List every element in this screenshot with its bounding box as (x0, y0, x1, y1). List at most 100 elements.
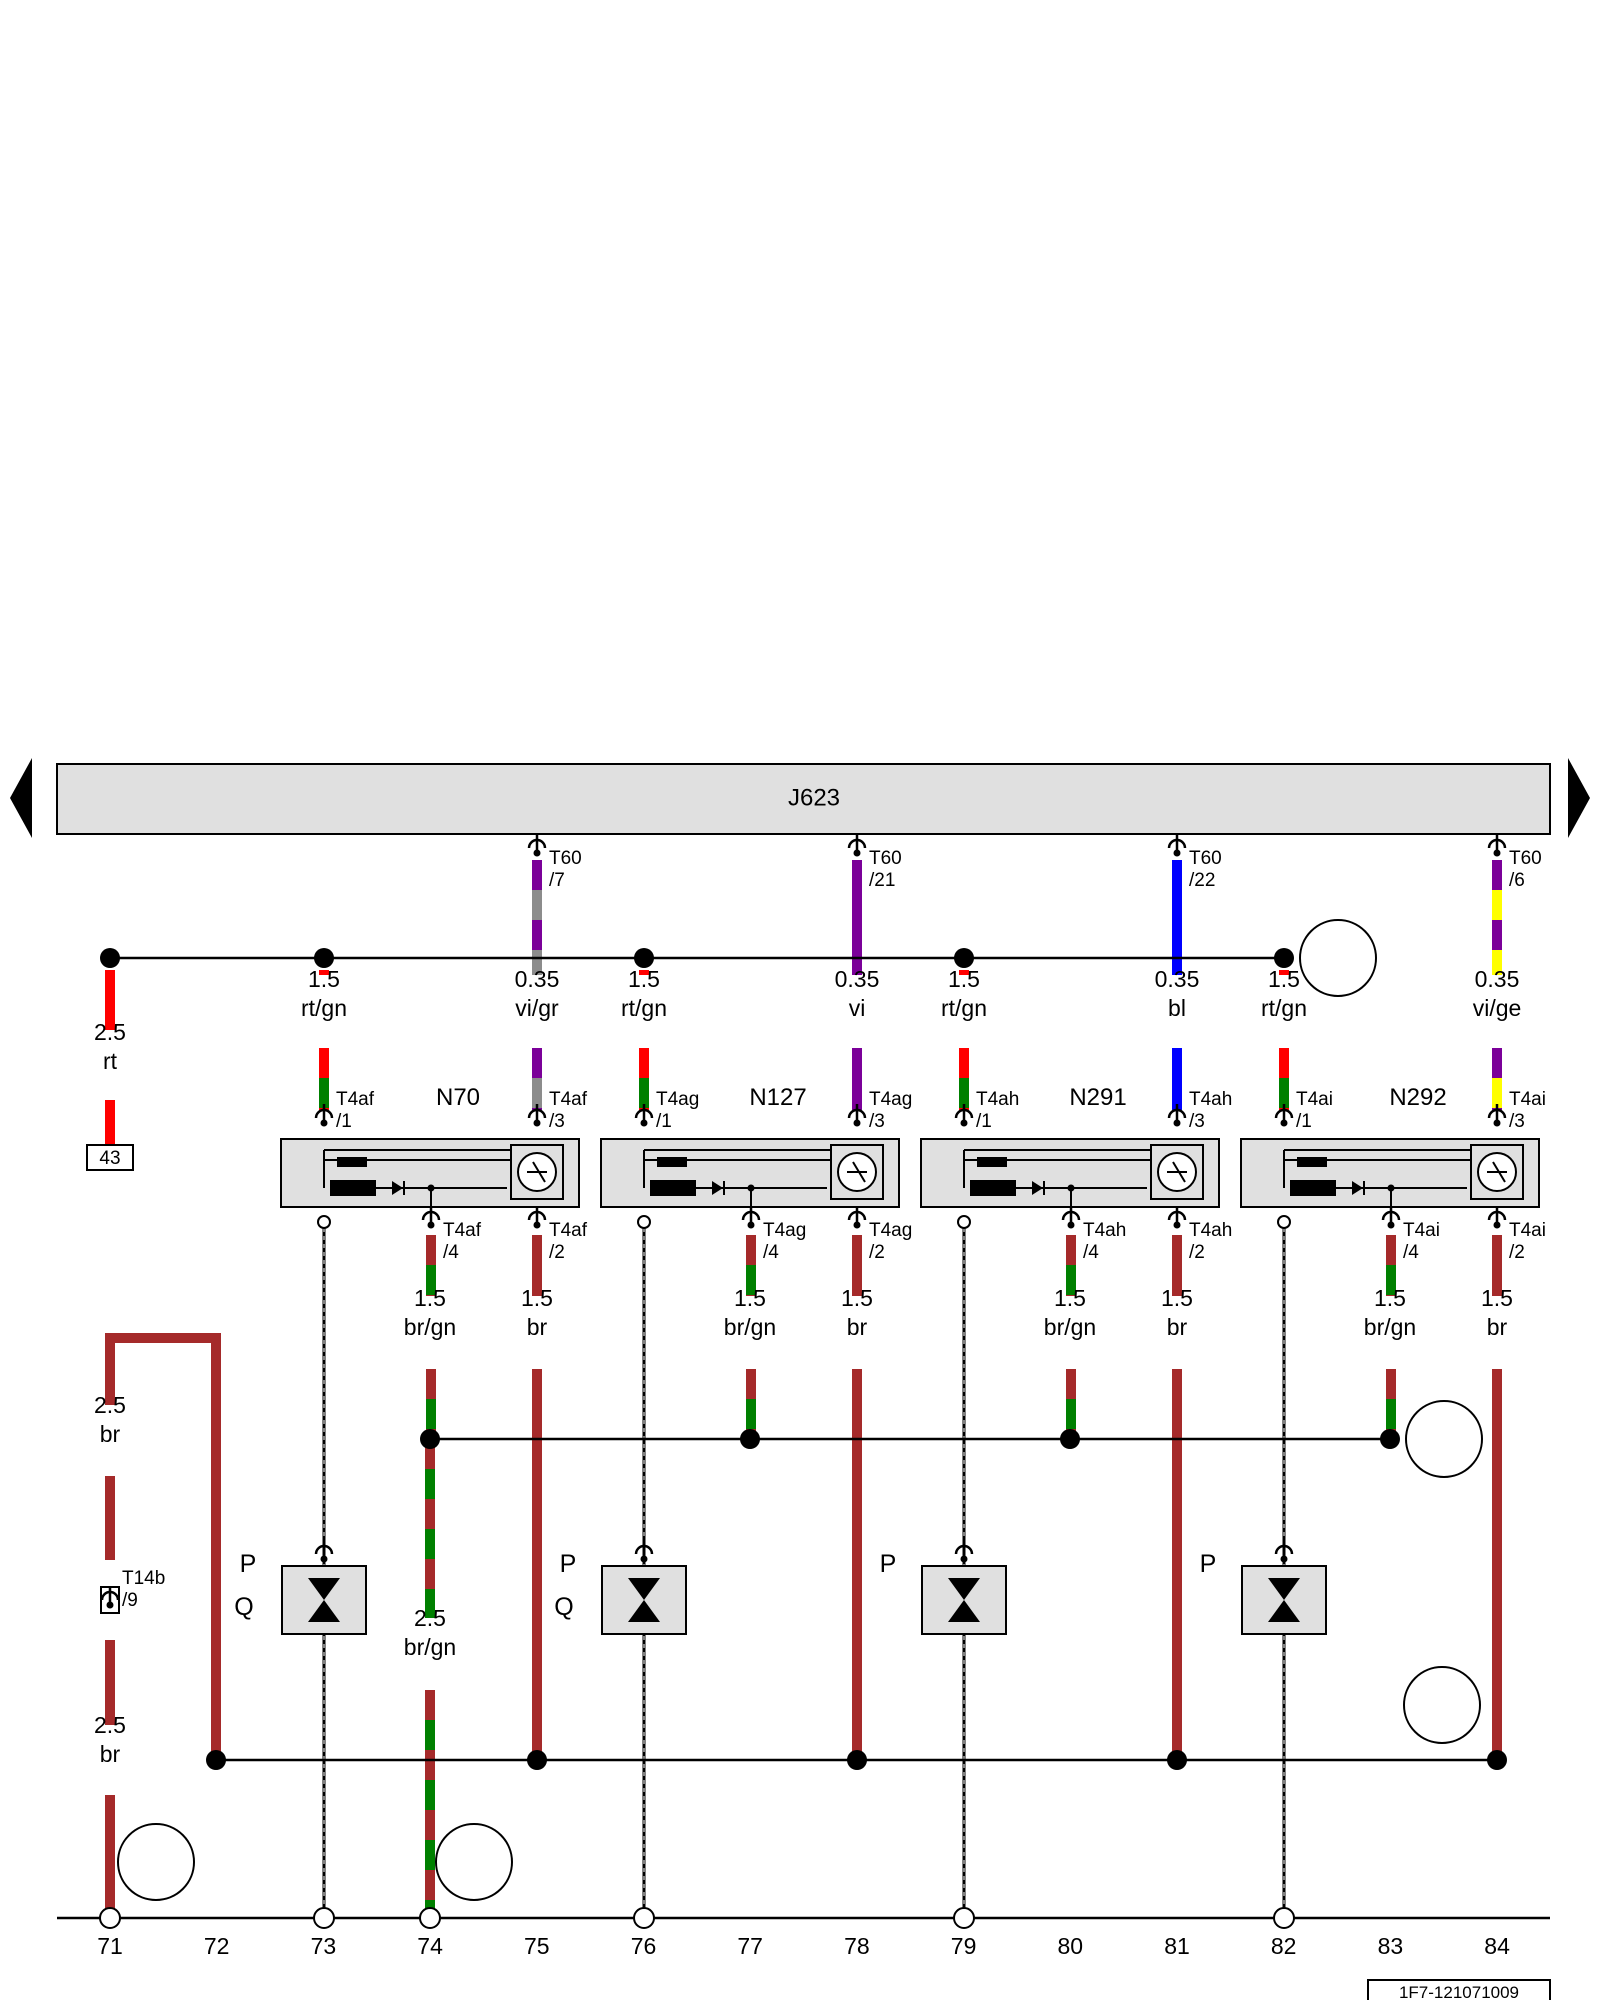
wire-size-label: 2.5 (414, 1605, 446, 1631)
sensor-icon (1492, 1161, 1506, 1183)
wire-color-label: br (1487, 1314, 1508, 1340)
wire-size-label: 0.35 (1155, 966, 1200, 992)
wire-size-label: 1.5 (841, 1285, 873, 1311)
wire-size-label: 0.35 (515, 966, 560, 992)
wire-size-label: 1.5 (521, 1285, 553, 1311)
p-label: P (240, 1550, 257, 1578)
wire-color-label: br (1167, 1314, 1188, 1340)
junction-dot-d206 (634, 948, 654, 968)
previous-page-arrow[interactable] (10, 758, 32, 838)
track-number: 76 (631, 1933, 657, 1959)
valve-pin-label-pin: /2 (1189, 1242, 1205, 1263)
valve-plug-icon (1493, 1221, 1501, 1229)
terminal-circle (953, 1907, 975, 1929)
next-page-arrow[interactable] (1568, 758, 1590, 838)
track-number: 75 (524, 1933, 550, 1959)
track-number: 81 (1164, 1933, 1190, 1959)
terminal-circle (419, 1907, 441, 1929)
ecu-pin-label-plug: T60 (869, 848, 902, 869)
valve-name-N291: N291 (1069, 1084, 1126, 1111)
wire-size-label: 1.5 (734, 1285, 766, 1311)
valve-coil-icon (650, 1180, 696, 1196)
valve-pin-label-pin: /4 (1083, 1242, 1099, 1263)
pressure-sensor-icon (308, 1600, 340, 1622)
ground-point-circle (1403, 1666, 1481, 1744)
wire-color-label: br/gn (1364, 1314, 1416, 1340)
valve-pin-label-plug: T4ag (763, 1220, 806, 1241)
wire-size-label: 1.5 (1054, 1285, 1086, 1311)
valve-pin-label-pin: /3 (1509, 1111, 1525, 1132)
valve-pin-label-plug: T4af (549, 1089, 588, 1110)
ground-point-circle (1405, 1400, 1483, 1478)
valve-pin-label-plug: T4ag (869, 1220, 912, 1241)
track-number: 84 (1484, 1933, 1510, 1959)
valve-plug-icon (1173, 1221, 1181, 1229)
valve-pin-label-plug: T4ag (869, 1089, 912, 1110)
valve-pin-label-pin: /3 (549, 1111, 565, 1132)
track-number: 74 (417, 1933, 443, 1959)
valve-open-pin (957, 1215, 971, 1229)
wire-color-label: rt/gn (621, 995, 667, 1021)
track-number: 80 (1058, 1933, 1084, 1959)
ecu-pin-label-pin: /21 (869, 870, 895, 891)
wire-size-label: 0.35 (1475, 966, 1520, 992)
valve-pin-label-pin: /4 (763, 1242, 779, 1263)
valve-pin-label-pin: /1 (976, 1111, 992, 1132)
junction-dot-d206 (314, 948, 334, 968)
valve-plug-icon (533, 1119, 541, 1127)
valve-pin-label-plug: T4ah (1189, 1089, 1232, 1110)
wire-size-label: 1.5 (1161, 1285, 1193, 1311)
junction-dot-85 (1167, 1750, 1187, 1770)
valve-plug-icon (320, 1119, 328, 1127)
q-label: Q (554, 1593, 573, 1621)
valve-plug-icon (960, 1119, 968, 1127)
valve-pin-label-pin: /4 (1403, 1242, 1419, 1263)
valve-coil-icon (1290, 1180, 1336, 1196)
wire-size-label: 1.5 (1481, 1285, 1513, 1311)
valve-pin-label-plug: T4ai (1509, 1089, 1546, 1110)
terminal-circle (99, 1907, 121, 1929)
wire-color-label: rt (103, 1048, 118, 1074)
diode-icon (1032, 1181, 1043, 1195)
wire-color-label: br (100, 1741, 121, 1767)
valve-name-N127: N127 (749, 1084, 806, 1111)
terminal-circle (633, 1907, 655, 1929)
sensor-plug-icon (320, 1555, 328, 1563)
wire-color-label: br (100, 1421, 121, 1447)
valve-plug-icon (1173, 1119, 1181, 1127)
wire-size-label: 1.5 (308, 966, 340, 992)
terminal-circle (1273, 1907, 1295, 1929)
wire-color-label: br (847, 1314, 868, 1340)
valve-coil-icon (657, 1157, 687, 1167)
t14b-pin-label: /9 (122, 1590, 138, 1611)
ecu-pin-label-plug: T60 (1509, 848, 1542, 869)
valve-pin-label-plug: T4af (336, 1089, 375, 1110)
ecu-pin-label-pin: /22 (1189, 870, 1215, 891)
ecu-pin-label-pin: /7 (549, 870, 565, 891)
wire-color-label: rt/gn (301, 995, 347, 1021)
ecu-pin-plug-icon (1493, 849, 1501, 857)
pressure-sensor-icon (1268, 1578, 1300, 1600)
valve-plug-icon (533, 1221, 541, 1229)
pressure-sensor-icon (948, 1578, 980, 1600)
labels-layer: T60/7T60/21T60/22T60/6T4af/1T4af/3N70T4a… (94, 848, 1546, 1959)
track-number: 73 (311, 1933, 337, 1959)
wire-size-label: 2.5 (94, 1019, 126, 1045)
valve-coil-icon (1297, 1157, 1327, 1167)
valve-pin-label-pin: /2 (869, 1242, 885, 1263)
p-label: P (880, 1550, 897, 1578)
valve-pin-label-plug: T4ai (1403, 1220, 1440, 1241)
valve-pin-label-pin: /1 (336, 1111, 352, 1132)
valve-plug-icon (427, 1221, 435, 1229)
ecu-pin-label-plug: T60 (549, 848, 582, 869)
track-number: 78 (844, 1933, 870, 1959)
wire-color-label: br (527, 1314, 548, 1340)
valve-pin-label-pin: /1 (1296, 1111, 1312, 1132)
valve-plug-icon (640, 1119, 648, 1127)
ecu-pin-label-pin: /6 (1509, 870, 1525, 891)
diode-icon (712, 1181, 723, 1195)
ecu-pin-label-plug: T60 (1189, 848, 1222, 869)
doc-id-box (1367, 1979, 1551, 2000)
terminal-circle (313, 1907, 335, 1929)
valve-plug-icon (853, 1221, 861, 1229)
